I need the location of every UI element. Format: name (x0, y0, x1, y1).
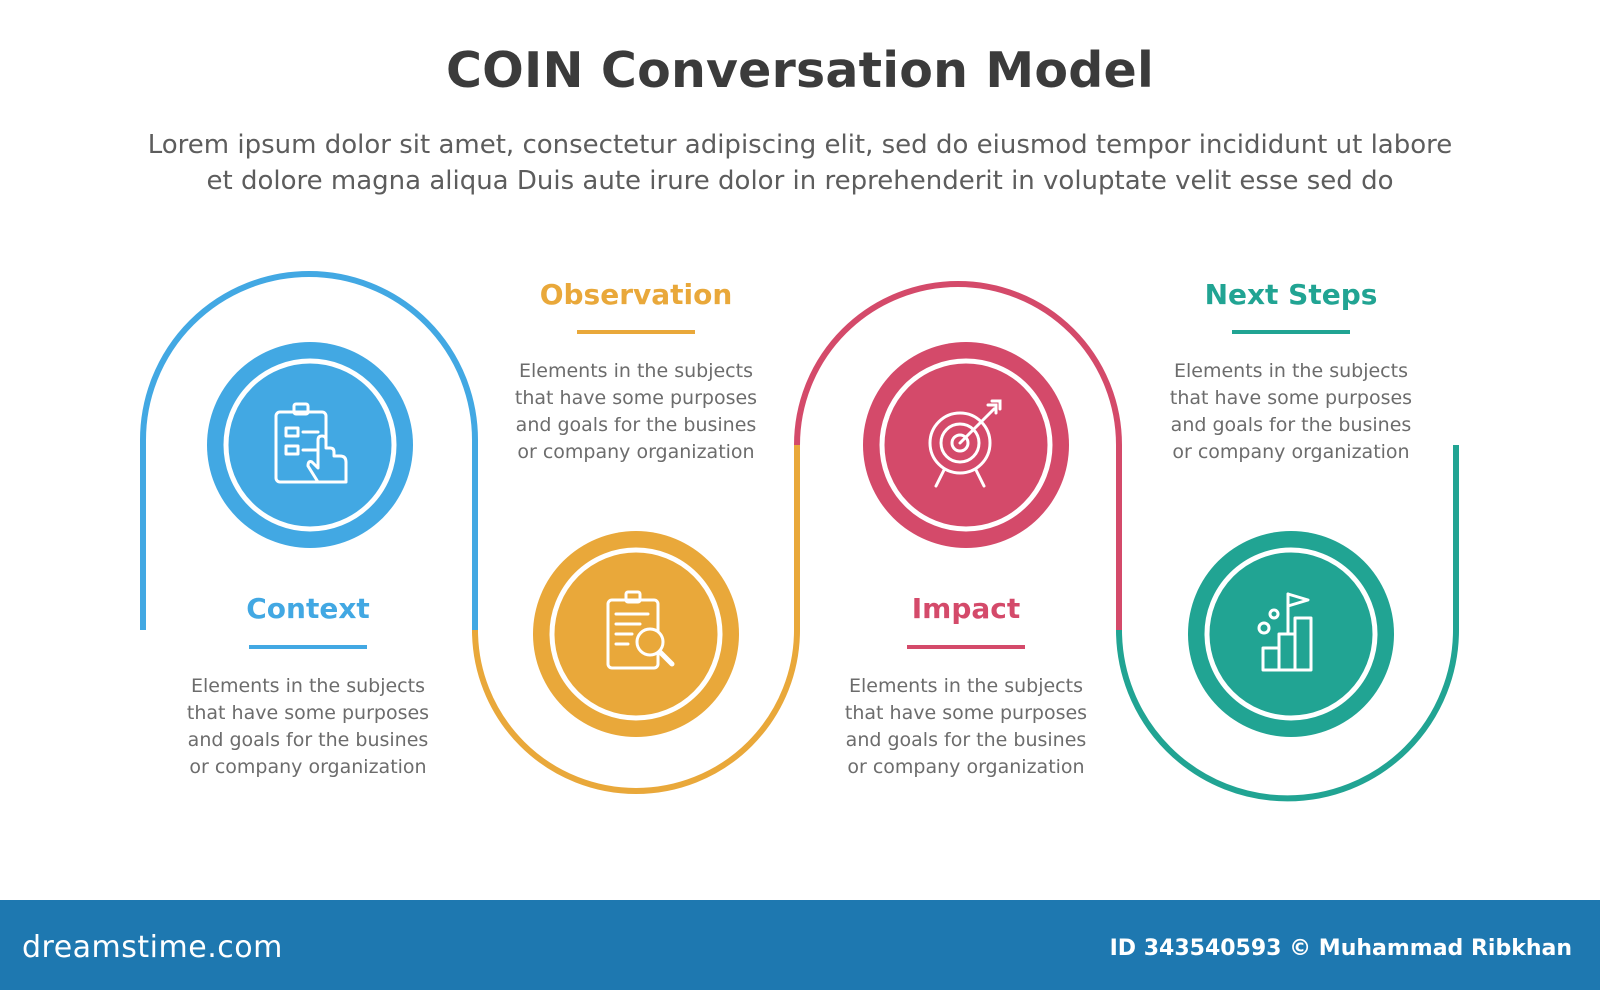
next-steps-circle (1188, 531, 1394, 737)
next-steps-description-line: or company organization (1172, 441, 1410, 463)
next-steps-description-line: and goals for the busines (1170, 414, 1412, 436)
observation-description-line: and goals for the busines (515, 414, 757, 436)
observation-description-line: that have some purposes (514, 387, 758, 409)
subtitle-line-2: et dolore magna aliqua Duis aute irure d… (206, 166, 1394, 196)
next-steps-description-line: that have some purposes (1169, 387, 1413, 409)
next-steps-description: Elements in the subjects that have some … (1141, 358, 1441, 466)
footer-credit: ID 343540593 © Muhammad Ribkhan (1109, 936, 1572, 961)
context-description: Elements in the subjects that have some … (158, 673, 458, 781)
context-underline (249, 645, 367, 649)
next-steps-description-line: Elements in the subjects (1174, 360, 1408, 382)
impact-wave-segment (794, 281, 1122, 630)
context-circle (207, 342, 413, 548)
context-title: Context (246, 592, 370, 625)
page-title: COIN Conversation Model (446, 42, 1154, 99)
footer-logo: dreamstime.com (22, 930, 283, 965)
observation-wave-segment (472, 445, 800, 794)
observation-circle (533, 531, 739, 737)
footer-bar: dreamstime.com ID 343540593 © Muhammad R… (0, 900, 1600, 990)
context-wave-segment (140, 271, 478, 630)
growth-flag-icon (1257, 592, 1313, 672)
impact-description-line: or company organization (847, 756, 1085, 778)
next-steps-title: Next Steps (1204, 278, 1378, 311)
next-steps-wave-segment (1116, 445, 1459, 802)
impact-description-line: that have some purposes (844, 702, 1088, 724)
impact-underline (907, 645, 1025, 649)
clipboard-hand-icon (274, 402, 348, 484)
next-steps-underline (1232, 330, 1350, 334)
observation-title: Observation (539, 278, 733, 311)
impact-title: Impact (911, 592, 1021, 625)
observation-description: Elements in the subjects that have some … (486, 358, 786, 466)
context-description-line: or company organization (189, 756, 427, 778)
context-description-line: Elements in the subjects (191, 675, 425, 697)
subtitle-line-1: Lorem ipsum dolor sit amet, consectetur … (147, 130, 1453, 160)
impact-circle (863, 342, 1069, 548)
impact-description: Elements in the subjects that have some … (816, 673, 1116, 781)
context-description-line: and goals for the busines (187, 729, 429, 751)
observation-description-line: Elements in the subjects (519, 360, 753, 382)
context-description-line: that have some purposes (186, 702, 430, 724)
observation-description-line: or company organization (517, 441, 755, 463)
target-arrow-icon (928, 399, 1002, 488)
impact-description-line: Elements in the subjects (849, 675, 1083, 697)
observation-underline (577, 330, 695, 334)
page-subtitle: Lorem ipsum dolor sit amet, consectetur … (60, 127, 1540, 199)
impact-description-line: and goals for the busines (845, 729, 1087, 751)
clipboard-magnifier-icon (606, 590, 675, 670)
